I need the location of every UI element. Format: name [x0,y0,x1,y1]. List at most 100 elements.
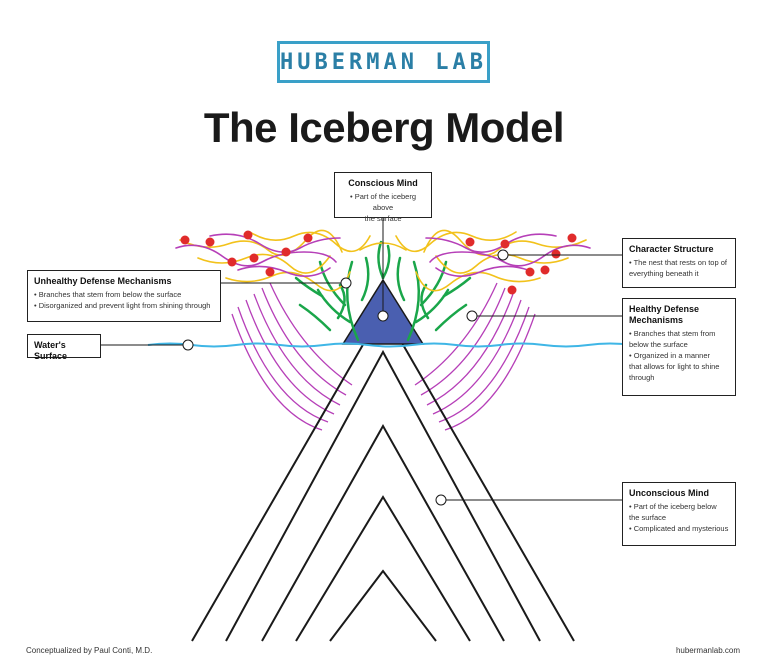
unhealthy-defense-label: Unhealthy Defense Mechanisms • Branches … [27,270,221,322]
iceberg-layers [191,307,575,642]
iceberg-layer [225,349,541,642]
unhealthy-arc [237,306,329,423]
label-line: • Branches that stem from below the surf… [34,290,182,299]
label-line: everything beneath it [629,269,699,278]
unconscious-mind-label: Unconscious Mind • Part of the iceberg b… [622,482,736,546]
nest-dot [227,257,237,267]
nest-dot [551,249,561,259]
unhealthy-arc [414,282,498,386]
nest-dot [500,239,510,249]
nest-strand [209,233,341,253]
label-line: below the surface [629,340,688,349]
label-line: the surface [364,214,402,223]
unhealthy-arc [432,299,522,415]
label-title: Water's Surface [34,340,68,361]
label-line: • Part of the iceberg above [350,192,416,212]
iceberg-layer [261,423,505,642]
healthy-branch [360,256,370,302]
label-line: that allows for light to shine [629,362,720,371]
nest-dot [540,265,550,275]
healthy-branch [298,303,332,332]
nest-strand [179,229,343,256]
leader-markers [182,249,509,506]
unhealthy-defense-arcs [231,282,536,431]
nest-strand [395,231,517,253]
nest-dot [265,267,275,277]
healthy-branch [406,260,421,342]
unhealthy-arc [438,306,530,423]
huberman-lab-logo: HUBERMAN LAB [277,41,490,83]
marker-unhealthy-defense [340,277,352,289]
healthy-branch [294,276,324,298]
nest-dots [180,230,577,295]
nest-strand [225,271,351,292]
healthy-defense-label: Healthy Defense Mechanisms • Branches th… [622,298,736,396]
nest-strand [237,265,331,277]
healthy-branch [377,240,385,280]
label-title: Healthy Defense Mechanisms [629,304,700,325]
healthy-branch [336,283,346,320]
healthy-branch [381,244,391,280]
nest-dot [303,233,313,243]
label-line: • The nest that rests on top of [629,258,727,267]
unhealthy-arc [261,287,347,396]
label-line: the surface [629,513,667,522]
label-line: through [629,373,655,382]
nest-dot [281,247,291,257]
label-title: Unconscious Mind [629,488,710,498]
footer-credit: Conceptualized by Paul Conti, M.D. [26,646,153,655]
character-structure-label: Character Structure • The nest that rest… [622,238,736,288]
unhealthy-arc [231,313,323,431]
water-surface-line [147,342,633,348]
label-line: • Branches that stem from [629,329,716,338]
healthy-branch [442,276,472,298]
marker-character-structure [497,249,509,261]
nest-strand [435,253,569,274]
label-title: Conscious Mind [348,178,418,188]
nest-dot [567,233,577,243]
unhealthy-arc [420,287,506,396]
unhealthy-arc [253,293,341,406]
leader-lines [100,218,622,501]
unhealthy-arc [426,293,514,406]
healthy-branch [434,303,468,332]
logo-text: HUBERMAN LAB [280,49,487,75]
marker-unconscious-mind [435,494,447,506]
nest-dot [507,285,517,295]
waters-surface-label: Water's Surface [27,334,101,361]
marker-healthy-defense [466,310,478,322]
iceberg-layer [191,307,575,642]
label-line: • Part of the iceberg below [629,502,717,511]
nest-dot [465,237,475,247]
nest-strand [429,244,591,267]
nest-dot [205,237,215,247]
nest-dot [249,253,259,263]
label-line: • Disorganized and prevent light from sh… [34,301,211,310]
nest-dot [243,230,253,240]
unhealthy-arc [444,313,536,431]
marker-conscious-mind [377,310,389,322]
nest-strand [415,271,541,292]
unhealthy-arc [269,282,353,386]
footer-website[interactable]: hubermanlab.com [675,646,740,655]
page-title: The Iceberg Model [203,104,565,151]
nest-strand [249,231,371,253]
label-title: Character Structure [629,244,714,254]
label-line: • Complicated and mysterious [629,524,729,533]
nest-dot [525,267,535,277]
iceberg-layer [295,495,471,642]
nest-dot [180,235,190,245]
healthy-branch [316,288,352,324]
healthy-branch [414,288,450,324]
label-title: Unhealthy Defense Mechanisms [34,276,172,286]
healthy-branch [420,283,430,320]
unhealthy-arc [245,299,335,415]
nest-strand [175,244,337,267]
healthy-branch [396,256,406,302]
nest-strand [425,233,557,253]
marker-waters-surface [182,339,194,351]
character-structure-nest [175,229,591,292]
healthy-branch [345,260,360,342]
nest-strand [423,229,587,256]
